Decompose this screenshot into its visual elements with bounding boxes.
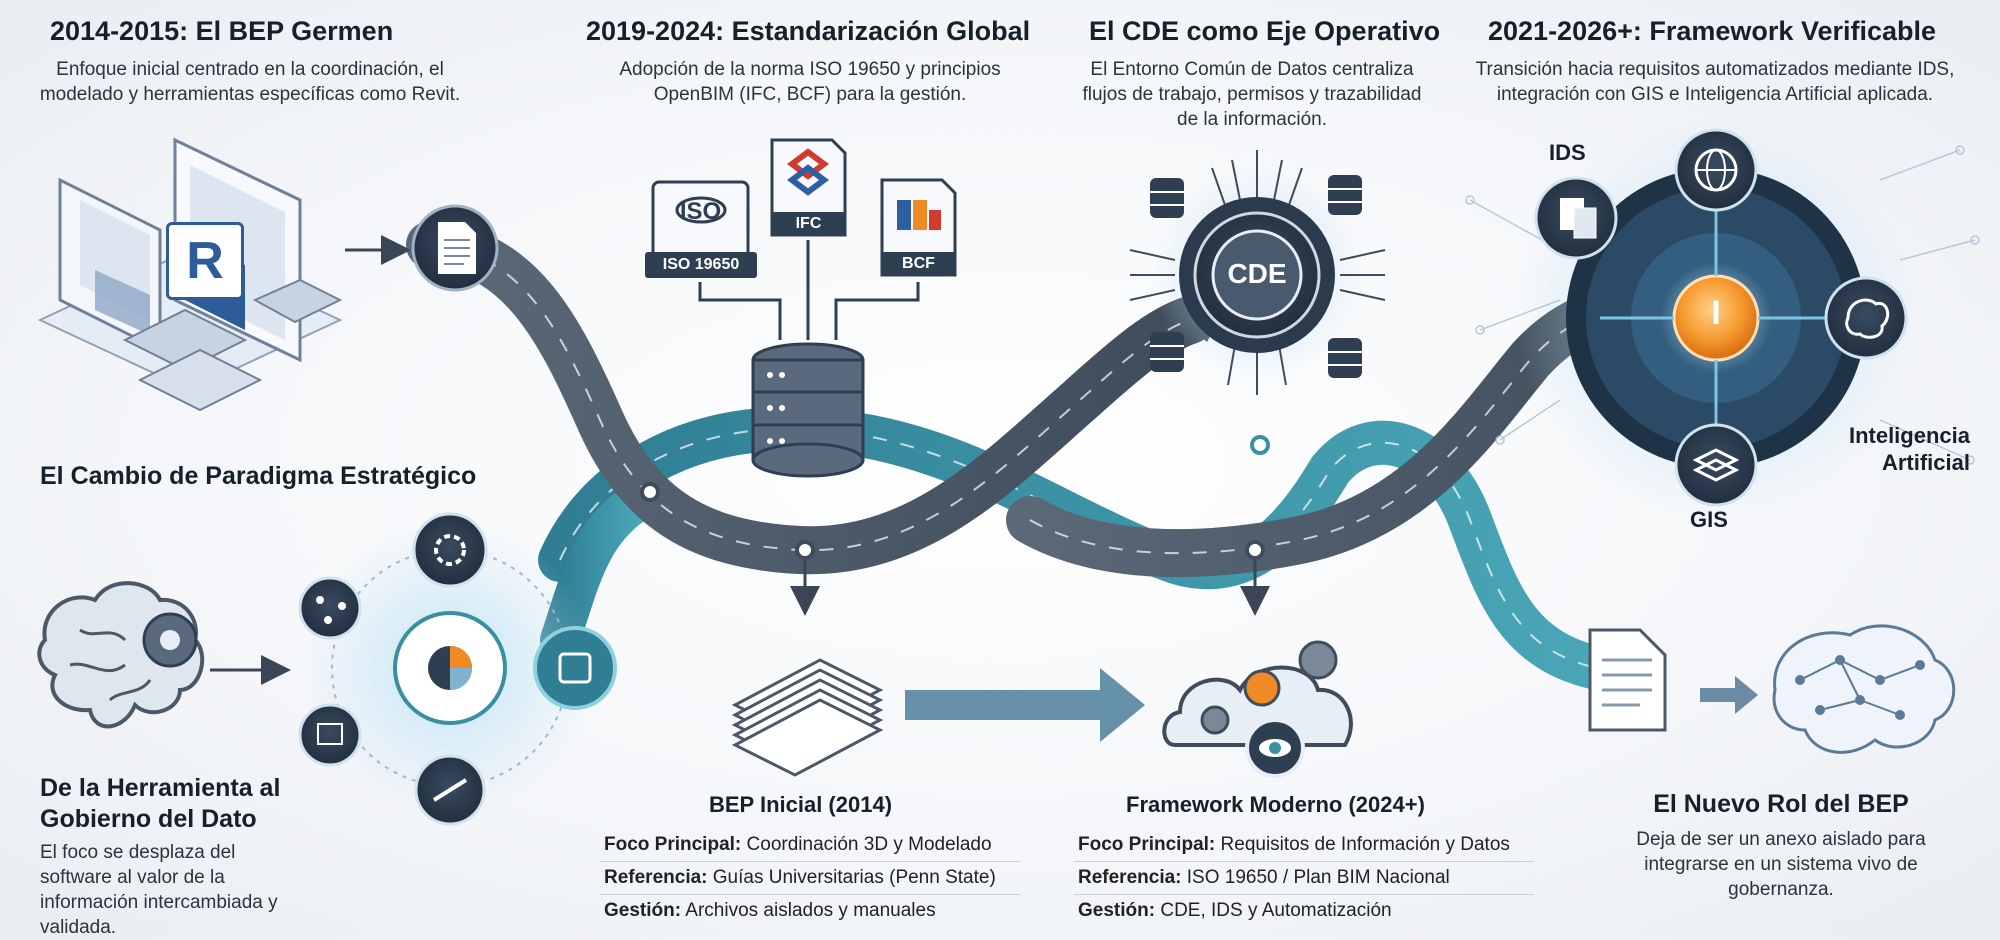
bep-initial-row-focus: Foco Principal: Coordinación 3D y Modela… xyxy=(604,834,992,855)
paradigm-wheel-illustration xyxy=(298,512,617,826)
ifc-caption: IFC xyxy=(772,212,845,236)
timeline-text-estandarizacion: Adopción de la norma ISO 19650 y princip… xyxy=(619,59,1001,105)
bep-initial-title: BEP Inicial (2014) xyxy=(709,792,893,817)
framework-modern-row-management: Gestión: CDE, IDS y Automatización xyxy=(1078,900,1392,921)
cde-hub-illustration xyxy=(1129,150,1386,395)
iso-logo-icon: ISO xyxy=(679,198,722,225)
timeline-title-bep-germen: 2014-2015: El BEP Germen xyxy=(50,16,394,46)
timeline-title-cde: El CDE como Eje Operativo xyxy=(1089,16,1441,46)
revit-logo-icon: R xyxy=(166,222,244,300)
gis-label: GIS xyxy=(1690,507,1728,532)
cde-hub-label: CDE xyxy=(1227,258,1287,289)
framework-center-icon: I xyxy=(1711,294,1721,332)
framework-modern-row-reference: Referencia: ISO 19650 / Plan BIM Naciona… xyxy=(1078,867,1450,888)
timeline-text-cde: El Entorno Común de Datos centraliza flu… xyxy=(1082,59,1422,130)
paradigm-subtitle: De la Herramienta al Gobierno del Dato xyxy=(40,774,281,833)
bcf-caption: BCF xyxy=(882,252,955,276)
new-role-text: Deja de ser un anexo aislado para integr… xyxy=(1636,829,1926,900)
brain-gear-illustration xyxy=(37,581,205,729)
paradigm-title: El Cambio de Paradigma Estratégico xyxy=(40,462,477,490)
bep-initial-row-management: Gestión: Archivos aislados y manuales xyxy=(604,900,936,921)
standards-illustration xyxy=(651,138,957,478)
doc-brain-illustration xyxy=(1588,624,1956,754)
new-role-title: El Nuevo Rol del BEP xyxy=(1653,790,1909,818)
timeline-text-bep-germen: Enfoque inicial centrado en la coordinac… xyxy=(39,59,461,105)
document-stack-illustration xyxy=(731,658,884,777)
ai-label: Inteligencia Artificial xyxy=(1848,423,1970,475)
framework-modern-title: Framework Moderno (2024+) xyxy=(1126,792,1425,817)
iso-caption: ISO 19650 xyxy=(645,252,757,278)
timeline-title-framework: 2021-2026+: Framework Verificable xyxy=(1488,16,1937,46)
cloud-gears-illustration xyxy=(1162,640,1353,778)
framework-modern-row-focus: Foco Principal: Requisitos de Informació… xyxy=(1078,834,1510,855)
paradigm-text: El foco se desplaza del software al valo… xyxy=(40,842,278,938)
timeline-text-framework: Transición hacia requisitos automatizado… xyxy=(1475,59,1955,105)
ids-label: IDS xyxy=(1549,140,1586,165)
timeline-title-estandarizacion: 2019-2024: Estandarización Global xyxy=(586,16,1031,46)
bep-initial-row-reference: Referencia: Guías Universitarias (Penn S… xyxy=(604,867,996,888)
framework-hub-illustration xyxy=(1465,118,1980,518)
